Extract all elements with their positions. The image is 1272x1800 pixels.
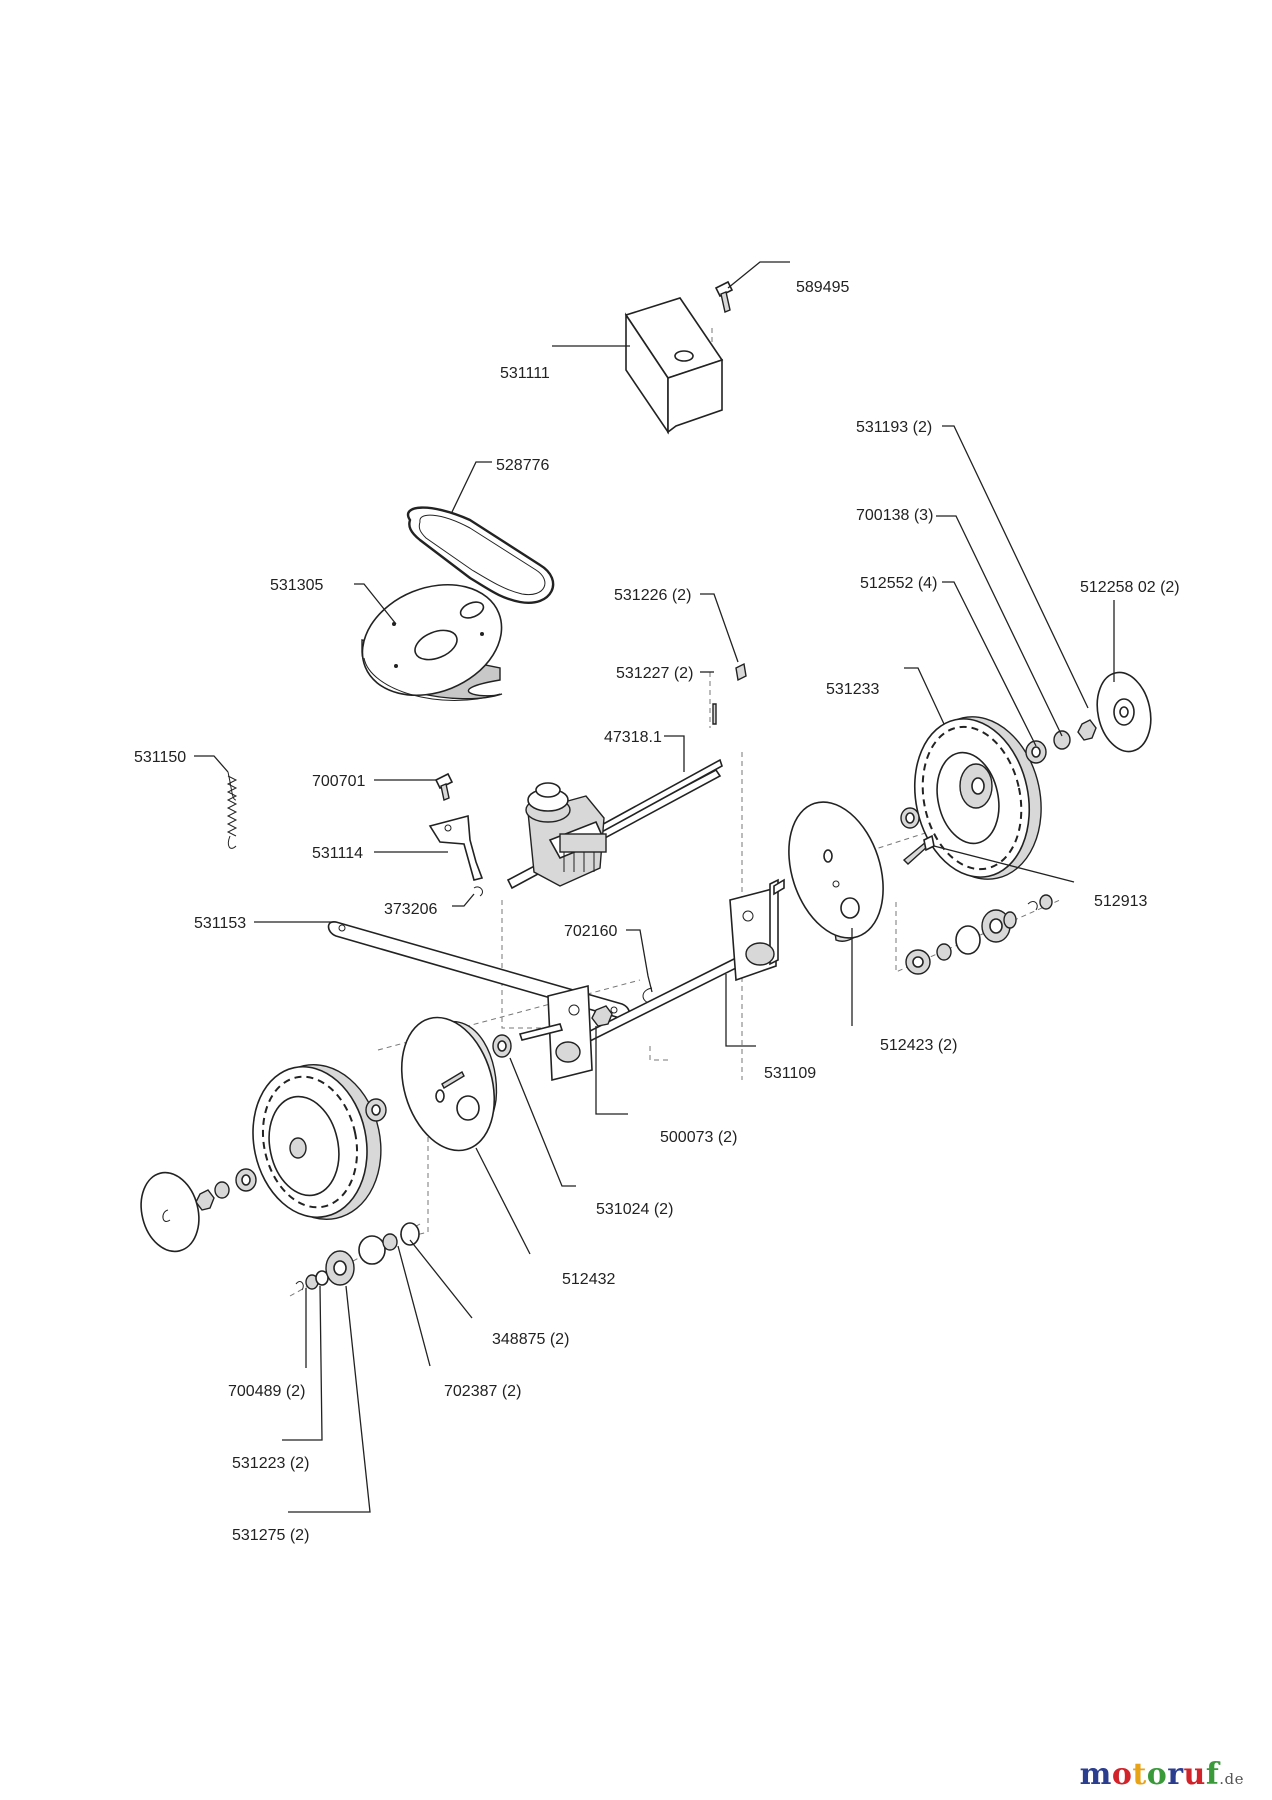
leader-lines: [194, 261, 1115, 1513]
screw-512913: [902, 834, 935, 865]
part-label-531233: 531233: [826, 681, 879, 698]
plate-531305: [361, 583, 503, 701]
wheel-cover-512423: [788, 801, 884, 942]
right-hub-parts: [900, 671, 1152, 829]
part-label-531193: 531193 (2): [856, 419, 932, 436]
part-label-531109: 531109: [764, 1065, 816, 1082]
logo-letter-0: m: [1079, 1757, 1112, 1792]
bracket-531114: [428, 814, 484, 881]
washer-531024: [492, 1034, 512, 1058]
wheel-cover-512432: [400, 1016, 498, 1152]
logo-letter-3: o: [1146, 1757, 1168, 1792]
part-label-512423: 512423 (2): [880, 1037, 957, 1054]
clip-373206: [473, 886, 483, 897]
part-label-531111: 531111: [500, 365, 550, 382]
axle-531109: [518, 878, 785, 1082]
part-label-47318: 47318.1: [604, 729, 662, 746]
left-hub-parts: [140, 1098, 387, 1253]
part-label-348875: 348875 (2): [492, 1331, 569, 1348]
part-label-531150: 531150: [134, 749, 186, 766]
part-labels: 589495 531111 531193 (2) 528776 700138 (…: [134, 279, 1180, 1544]
logo-suffix: .de: [1219, 1770, 1244, 1788]
wheel-left: [252, 1063, 382, 1221]
part-label-700489: 700489 (2): [228, 1383, 305, 1400]
pin-531227: [712, 703, 717, 725]
cover-bracket-531111: [624, 297, 724, 435]
part-label-531114: 531114: [312, 845, 363, 862]
part-label-531226: 531226 (2): [614, 587, 691, 604]
key-531226: [735, 662, 747, 682]
part-label-531275: 531275 (2): [232, 1527, 309, 1544]
left-gear-train: [295, 1222, 420, 1291]
right-gear-train: [905, 894, 1053, 975]
part-label-512913: 512913: [1094, 893, 1147, 910]
part-label-531153: 531153: [194, 915, 246, 932]
part-label-702160: 702160: [564, 923, 617, 940]
part-label-373206: 373206: [384, 901, 437, 918]
motoruf-logo: motoruf.de: [1080, 1757, 1244, 1792]
logo-letter-5: u: [1183, 1757, 1206, 1792]
part-label-528776: 528776: [496, 457, 549, 474]
part-label-500073: 500073 (2): [660, 1129, 737, 1146]
part-label-531305: 531305: [270, 577, 323, 594]
logo-letter-6: f: [1205, 1757, 1220, 1792]
nut-500073: [591, 1005, 613, 1027]
screw-700701: [434, 772, 454, 801]
part-label-531024: 531024 (2): [596, 1201, 673, 1218]
part-label-531227: 531227 (2): [616, 665, 693, 682]
part-label-531223: 531223 (2): [232, 1455, 309, 1472]
part-label-700701: 700701: [312, 773, 365, 790]
wheel-531233: [913, 716, 1042, 880]
v-belt-528776: [406, 506, 555, 605]
spring-531150: [226, 771, 238, 849]
logo-letter-4: r: [1167, 1757, 1184, 1792]
part-label-51225802: 512258 02 (2): [1080, 579, 1180, 596]
part-label-589495: 589495: [796, 279, 849, 296]
part-label-512552: 512552 (4): [860, 575, 937, 592]
screw-589495: [714, 280, 734, 313]
part-label-702387: 702387 (2): [444, 1383, 521, 1400]
logo-letter-2: t: [1132, 1757, 1147, 1792]
part-label-700138: 700138 (3): [856, 507, 933, 524]
logo-letter-1: o: [1111, 1757, 1133, 1792]
transmission-47318: [506, 758, 723, 890]
part-label-512432: 512432: [562, 1271, 615, 1288]
